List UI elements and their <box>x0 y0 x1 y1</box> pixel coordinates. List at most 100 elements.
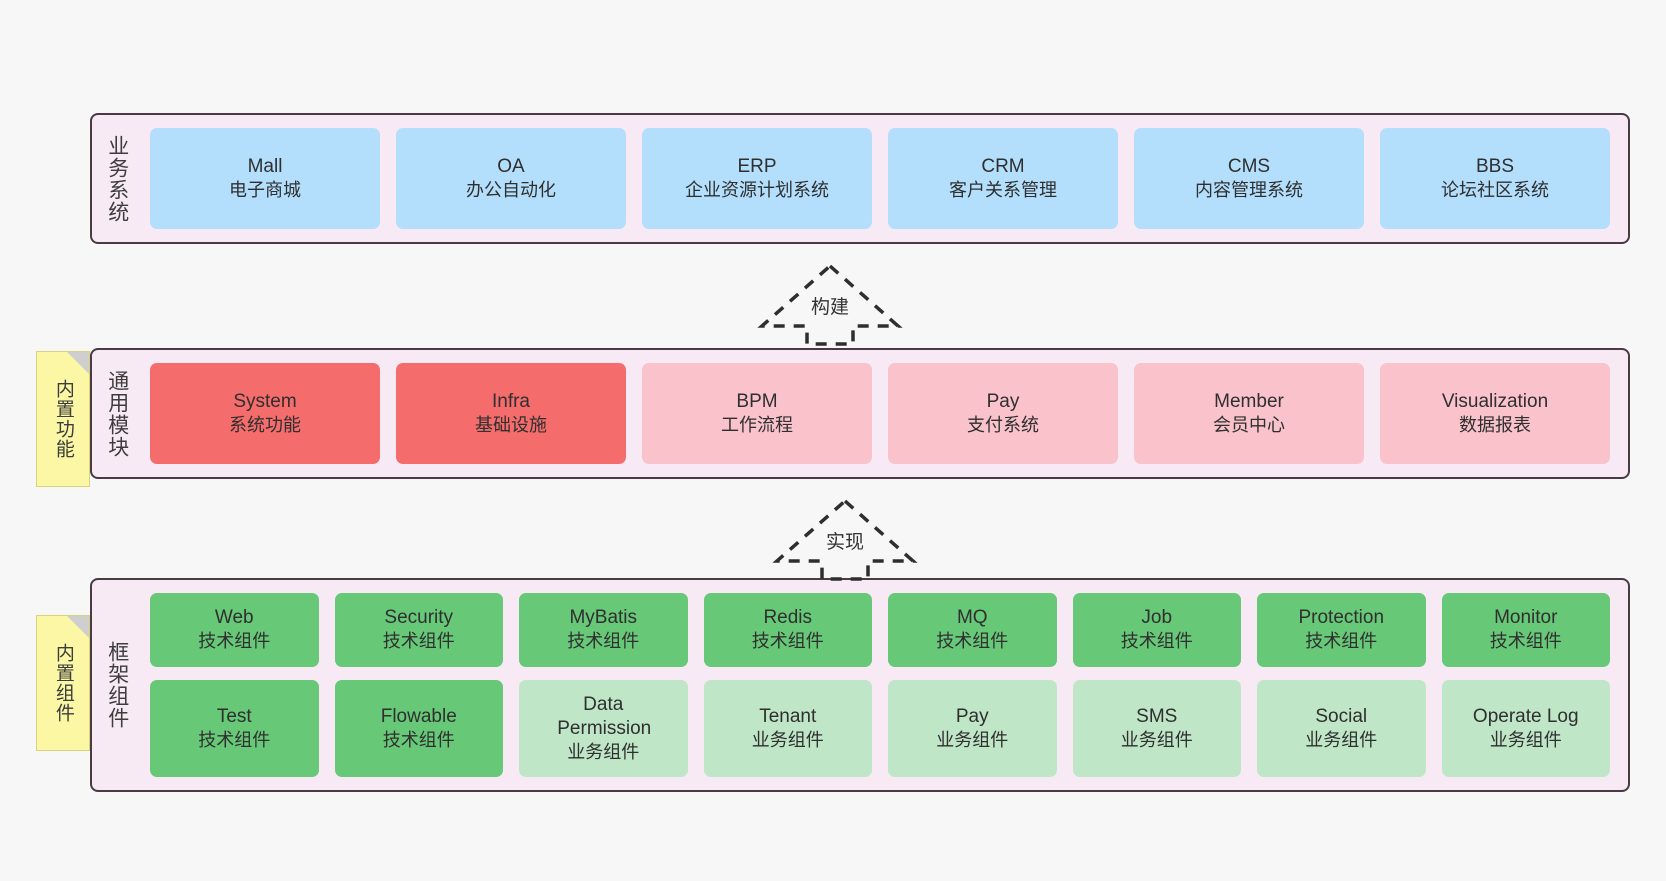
module-card-pay[interactable]: Pay 支付系统 <box>888 363 1118 464</box>
module-card-sms[interactable]: SMS 业务组件 <box>1072 679 1241 777</box>
layer-framework-component[interactable]: 框架组件 Web 技术组件 Security 技术组件 MyBatis 技术组件 <box>90 578 1630 792</box>
note-fold-corner-icon <box>67 352 89 374</box>
layer-body-business-system: Mall 电子商城 OA 办公自动化 ERP 企业资源计划系统 CRM 客户关系… <box>142 115 1628 242</box>
module-card-en-label: Security <box>384 607 454 629</box>
module-card-en-label: Member <box>1214 391 1284 413</box>
connector-implement-label: 实现 <box>826 532 865 553</box>
module-card-job[interactable]: Job 技术组件 <box>1072 593 1241 667</box>
module-card-en-label: Protection <box>1298 607 1385 629</box>
layer-body-common-module: System 系统功能 Infra 基础设施 BPM 工作流程 Pay 支付系统 <box>142 350 1628 477</box>
module-card-test[interactable]: Test 技术组件 <box>150 679 319 777</box>
module-card-cn-label: 技术组件 <box>1120 631 1193 652</box>
module-card-cn-label: 技术组件 <box>751 631 824 652</box>
module-card-cn-label: 工作流程 <box>721 415 793 436</box>
module-card-protection[interactable]: Protection 技术组件 <box>1257 593 1426 667</box>
module-card-cn-label: 技术组件 <box>382 729 455 750</box>
module-card-monitor[interactable]: Monitor 技术组件 <box>1441 593 1610 667</box>
module-card-pay-business[interactable]: Pay 业务组件 <box>888 679 1057 777</box>
module-card-infra[interactable]: Infra 基础设施 <box>396 363 626 464</box>
module-card-cn-label: 客户关系管理 <box>949 180 1057 201</box>
module-card-en-label: Pay <box>955 705 989 727</box>
module-card-mybatis[interactable]: MyBatis 技术组件 <box>519 593 688 667</box>
module-card-member[interactable]: Member 会员中心 <box>1134 363 1364 464</box>
module-card-cn-label: 技术组件 <box>382 631 455 652</box>
layer-rows-common-module: System 系统功能 Infra 基础设施 BPM 工作流程 Pay 支付系统 <box>150 363 1610 464</box>
module-card-web[interactable]: Web 技术组件 <box>150 593 319 667</box>
module-card-cn-label: 技术组件 <box>1305 631 1378 652</box>
module-card-cms[interactable]: CMS 内容管理系统 <box>1134 128 1364 229</box>
module-card-system[interactable]: System 系统功能 <box>150 363 380 464</box>
module-card-en-label: Tenant <box>759 705 817 727</box>
module-card-cn-label: 业务组件 <box>751 729 824 750</box>
module-card-cn-label: 技术组件 <box>198 729 271 750</box>
module-card-en-label: Mall <box>247 156 283 178</box>
note-builtin-function[interactable]: 内置功能 <box>36 351 90 487</box>
module-card-bbs[interactable]: BBS 论坛社区系统 <box>1380 128 1610 229</box>
module-card-en-label: Operate Log <box>1472 705 1579 727</box>
module-card-en-label: BPM <box>736 391 778 413</box>
card-row: Test 技术组件 Flowable 技术组件 Data Permission … <box>150 679 1610 777</box>
module-card-en-label: Social <box>1315 705 1368 727</box>
module-card-cn-label: 技术组件 <box>1489 631 1562 652</box>
note-fold-corner-icon <box>67 616 89 638</box>
module-card-en-label: Monitor <box>1494 607 1558 629</box>
module-card-data-permission[interactable]: Data Permission 业务组件 <box>519 679 688 777</box>
module-card-visualization[interactable]: Visualization 数据报表 <box>1380 363 1610 464</box>
module-card-cn-label: 数据报表 <box>1459 415 1531 436</box>
module-card-en-label: CRM <box>981 156 1025 178</box>
module-card-en-label: MyBatis <box>569 607 638 629</box>
module-card-crm[interactable]: CRM 客户关系管理 <box>888 128 1118 229</box>
module-card-security[interactable]: Security 技术组件 <box>334 593 503 667</box>
layer-rows-framework-component: Web 技术组件 Security 技术组件 MyBatis 技术组件 Redi… <box>150 593 1610 777</box>
module-card-flowable[interactable]: Flowable 技术组件 <box>334 679 503 777</box>
module-card-en-label: CMS <box>1227 156 1271 178</box>
module-card-social[interactable]: Social 业务组件 <box>1257 679 1426 777</box>
module-card-cn-label: 业务组件 <box>567 741 640 762</box>
layer-title-common-module: 通用模块 <box>105 369 129 458</box>
module-card-mq[interactable]: MQ 技术组件 <box>888 593 1057 667</box>
module-card-cn-label: 技术组件 <box>936 631 1009 652</box>
module-card-cn-label: 论坛社区系统 <box>1441 180 1549 201</box>
module-card-en-label: Data Permission <box>557 693 652 739</box>
module-card-bpm[interactable]: BPM 工作流程 <box>642 363 872 464</box>
layer-title-framework-component: 框架组件 <box>105 641 129 729</box>
module-card-en-label: BBS <box>1475 156 1515 178</box>
module-card-en-label: Job <box>1141 607 1173 629</box>
module-card-mall[interactable]: Mall 电子商城 <box>150 128 380 229</box>
module-card-cn-label: 系统功能 <box>229 415 301 436</box>
module-card-en-label: SMS <box>1136 705 1178 727</box>
module-card-en-label: Pay <box>986 391 1020 413</box>
module-card-en-label: MQ <box>956 607 988 629</box>
module-card-cn-label: 业务组件 <box>1305 729 1378 750</box>
note-builtin-component[interactable]: 内置组件 <box>36 615 90 751</box>
note-label: 内置功能 <box>52 379 74 459</box>
layer-business-system[interactable]: 业务系统 Mall 电子商城 OA 办公自动化 ERP 企业资源计划系统 <box>90 113 1630 244</box>
module-card-cn-label: 业务组件 <box>1489 729 1562 750</box>
module-card-en-label: System <box>233 391 297 413</box>
module-card-en-label: Infra <box>491 391 531 413</box>
module-card-erp[interactable]: ERP 企业资源计划系统 <box>642 128 872 229</box>
module-card-oa[interactable]: OA 办公自动化 <box>396 128 626 229</box>
module-card-cn-label: 业务组件 <box>1120 729 1193 750</box>
note-label: 内置组件 <box>52 643 74 723</box>
module-card-cn-label: 内容管理系统 <box>1195 180 1303 201</box>
card-row: System 系统功能 Infra 基础设施 BPM 工作流程 Pay 支付系统 <box>150 363 1610 464</box>
module-card-operate-log[interactable]: Operate Log 业务组件 <box>1441 679 1610 777</box>
module-card-cn-label: 会员中心 <box>1213 415 1285 436</box>
module-card-en-label: Web <box>214 607 254 629</box>
connector-build-label: 构建 <box>811 297 850 318</box>
module-card-redis[interactable]: Redis 技术组件 <box>703 593 872 667</box>
module-card-en-label: Test <box>216 705 252 727</box>
module-card-en-label: Redis <box>763 607 813 629</box>
module-card-en-label: Flowable <box>380 705 457 727</box>
card-row: Mall 电子商城 OA 办公自动化 ERP 企业资源计划系统 CRM 客户关系… <box>150 128 1610 229</box>
module-card-cn-label: 办公自动化 <box>466 180 556 201</box>
module-card-tenant[interactable]: Tenant 业务组件 <box>703 679 872 777</box>
module-card-en-label: OA <box>497 156 525 178</box>
module-card-cn-label: 企业资源计划系统 <box>685 180 829 201</box>
module-card-cn-label: 技术组件 <box>198 631 271 652</box>
module-card-en-label: Visualization <box>1441 391 1549 413</box>
layer-common-module[interactable]: 通用模块 System 系统功能 Infra 基础设施 BPM 工作流程 <box>90 348 1630 479</box>
module-card-cn-label: 基础设施 <box>475 415 547 436</box>
